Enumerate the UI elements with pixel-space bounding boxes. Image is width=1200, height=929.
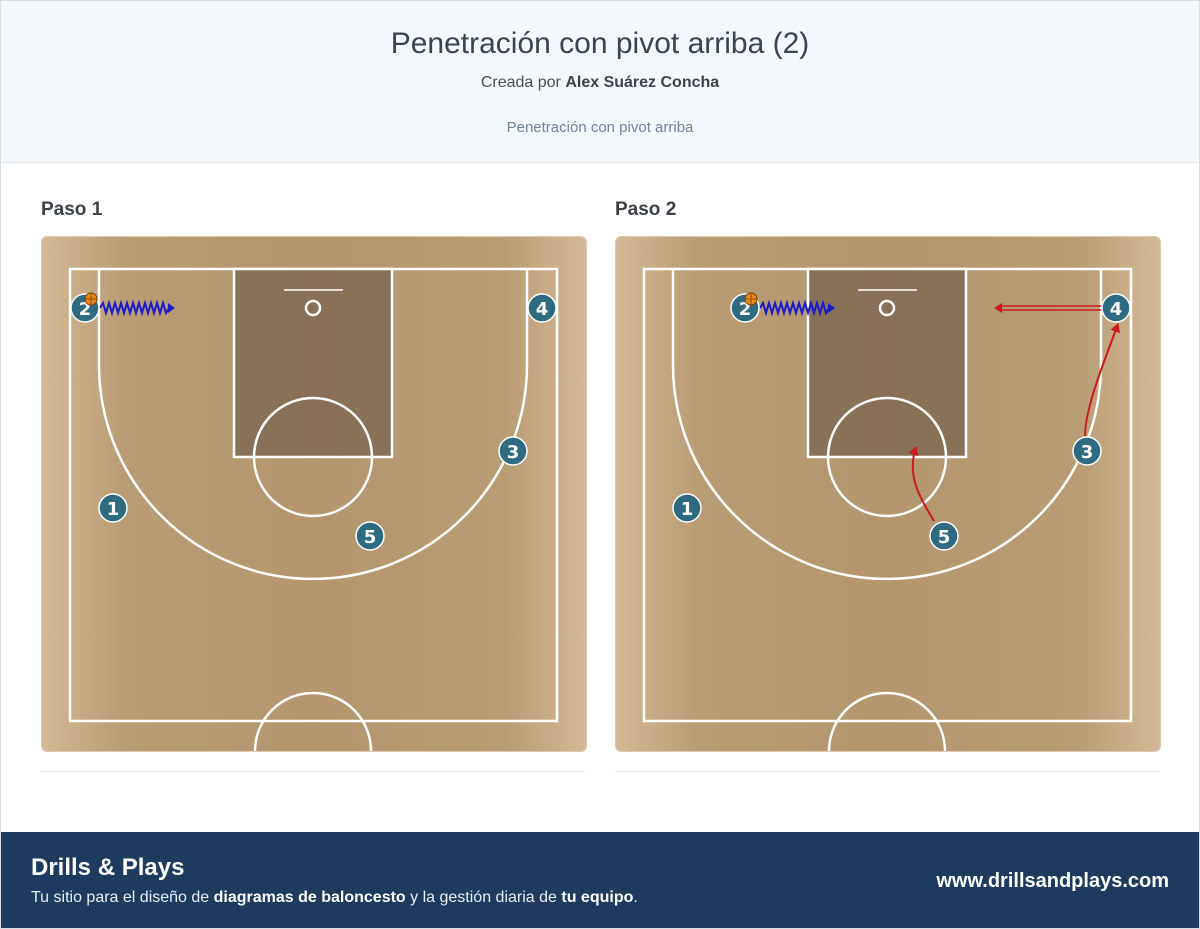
play-description: Penetración con pivot arriba <box>506 119 694 136</box>
site-footer: Drills & Plays Tu sitio para el diseño d… <box>1 832 1199 928</box>
step-1-separator <box>41 771 585 772</box>
svg-text:4: 4 <box>1110 299 1123 320</box>
player-4: 4 <box>527 293 557 323</box>
svg-text:4: 4 <box>536 299 549 320</box>
court-lines <box>642 267 1133 751</box>
players: 1 2 3 4 5 <box>70 293 557 551</box>
dribble-arrow <box>759 299 835 317</box>
svg-text:1: 1 <box>107 499 120 520</box>
page-title: Penetración con pivot arriba (2) <box>390 27 810 60</box>
step-2-separator <box>615 771 1159 772</box>
court-diagram-step-2: 1 2 3 4 5 <box>615 236 1161 752</box>
footer-tagline: Tu sitio para el diseño de diagramas de … <box>31 889 638 907</box>
player-5: 5 <box>929 521 959 551</box>
tagline-part-2: y la gestión diaria de <box>410 889 557 906</box>
court-diagram-step-1: 1 2 3 4 5 <box>41 236 587 752</box>
svg-text:5: 5 <box>938 527 951 548</box>
dribble-arrow <box>99 299 175 317</box>
player-3: 3 <box>1072 436 1102 466</box>
tagline-bold-2: tu equipo <box>561 889 634 906</box>
svg-text:3: 3 <box>507 442 520 463</box>
created-by-label: Creada por <box>480 74 561 91</box>
svg-text:3: 3 <box>1081 442 1094 463</box>
svg-text:5: 5 <box>364 527 377 548</box>
court-lines <box>68 267 559 751</box>
ball-icon <box>84 292 98 306</box>
tagline-bold-1: diagramas de baloncesto <box>213 889 406 906</box>
svg-text:1: 1 <box>681 499 694 520</box>
player-1: 1 <box>98 493 128 523</box>
tagline-end: . <box>633 889 638 906</box>
player-1: 1 <box>672 493 702 523</box>
player-5: 5 <box>355 521 385 551</box>
step-2-title: Paso 2 <box>615 199 677 220</box>
player-3: 3 <box>498 436 528 466</box>
author-line: Creada por Alex Suárez Concha <box>1 74 1199 92</box>
ball-icon <box>744 292 758 306</box>
player-4: 4 <box>1101 293 1131 323</box>
step-1-title: Paso 1 <box>41 199 103 220</box>
screen-arrow-4 <box>994 303 1102 313</box>
footer-website-link[interactable]: www.drillsandplays.com <box>936 870 1169 892</box>
players: 1 2 3 4 5 <box>672 293 1131 551</box>
footer-brand[interactable]: Drills & Plays <box>31 854 185 881</box>
tagline-part-1: Tu sitio para el diseño de <box>31 889 210 906</box>
move-arrow-5 <box>908 446 935 522</box>
move-arrow-3 <box>1084 323 1120 437</box>
author-name[interactable]: Alex Suárez Concha <box>565 74 720 91</box>
page-header: Penetración con pivot arriba (2) Creada … <box>1 1 1199 163</box>
